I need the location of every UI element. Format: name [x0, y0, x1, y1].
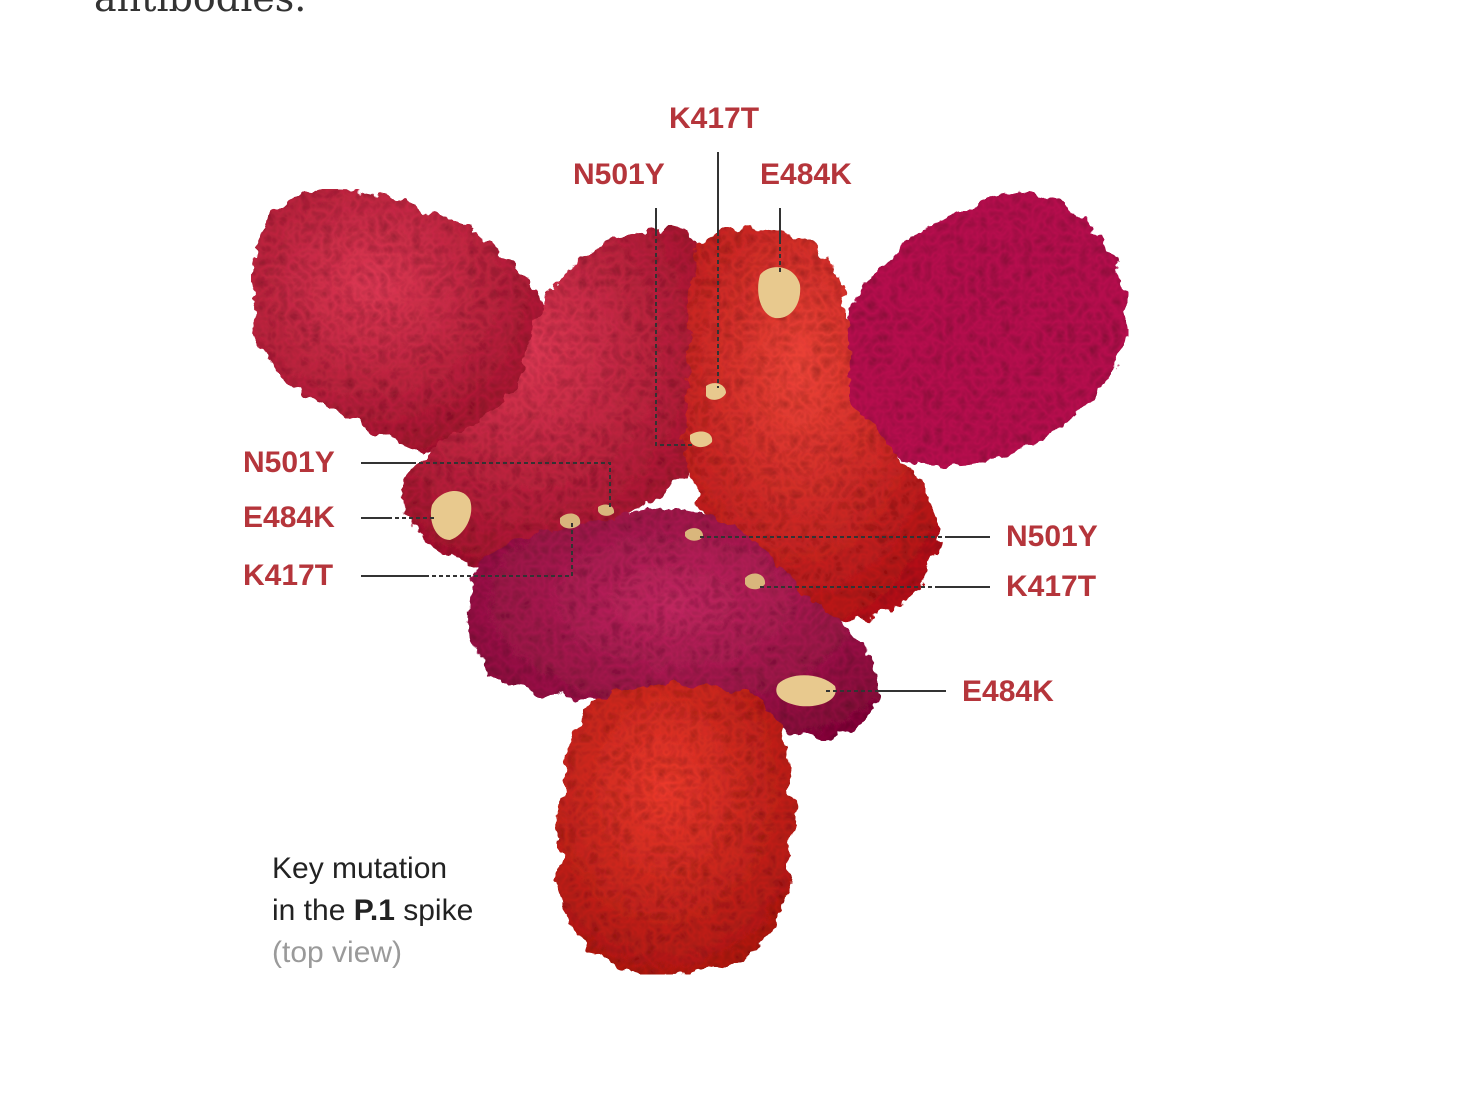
caption-line-1: Key mutation	[272, 852, 448, 885]
patch-right-n501y	[685, 528, 704, 541]
spike-chain-lower	[467, 509, 880, 738]
mutation-label-left-e484k: E484K	[243, 501, 335, 534]
patch-bottom-e484k	[776, 675, 836, 707]
patch-left-n501y	[598, 504, 615, 516]
figure-caption: Key mutation in the P.1 spike (top view)	[272, 848, 473, 974]
caption-variant-name: P.1	[353, 894, 395, 927]
patch-right-k417t	[745, 573, 766, 590]
mutation-label-top-k417t: K417T	[669, 102, 760, 135]
article-text-fragment: antibodies.	[94, 0, 306, 20]
spike-chain-right	[842, 190, 1129, 467]
mutation-label-right-k417t: K417T	[1006, 570, 1097, 603]
mutation-patches	[430, 267, 836, 707]
patch-left-e484k	[430, 490, 472, 540]
patch-left-k417t	[560, 513, 581, 529]
mutation-label-bottom-e484k: E484K	[962, 675, 1054, 708]
caption-view-note: (top view)	[272, 936, 403, 969]
mutation-label-top-e484k: E484K	[760, 158, 852, 191]
spike-chain-left	[251, 189, 556, 457]
mutation-label-left-n501y: N501Y	[243, 446, 335, 479]
caption-line-2: in the P.1 spike	[272, 890, 473, 932]
leader-lines	[361, 152, 990, 692]
caption-line-2-suffix: spike	[394, 894, 474, 927]
patch-top-k417t	[706, 383, 726, 400]
spike-stem	[559, 685, 794, 975]
patch-top-n501y	[690, 431, 713, 448]
mutation-label-left-k417t: K417T	[243, 559, 334, 592]
spike-chain-center-left	[402, 229, 718, 568]
caption-line-2-prefix: in the	[272, 894, 354, 927]
mutation-label-right-n501y: N501Y	[1006, 520, 1098, 553]
mutation-label-top-n501y: N501Y	[573, 158, 665, 191]
spike-chain-center-right	[684, 228, 940, 622]
patch-top-e484k	[758, 267, 801, 319]
